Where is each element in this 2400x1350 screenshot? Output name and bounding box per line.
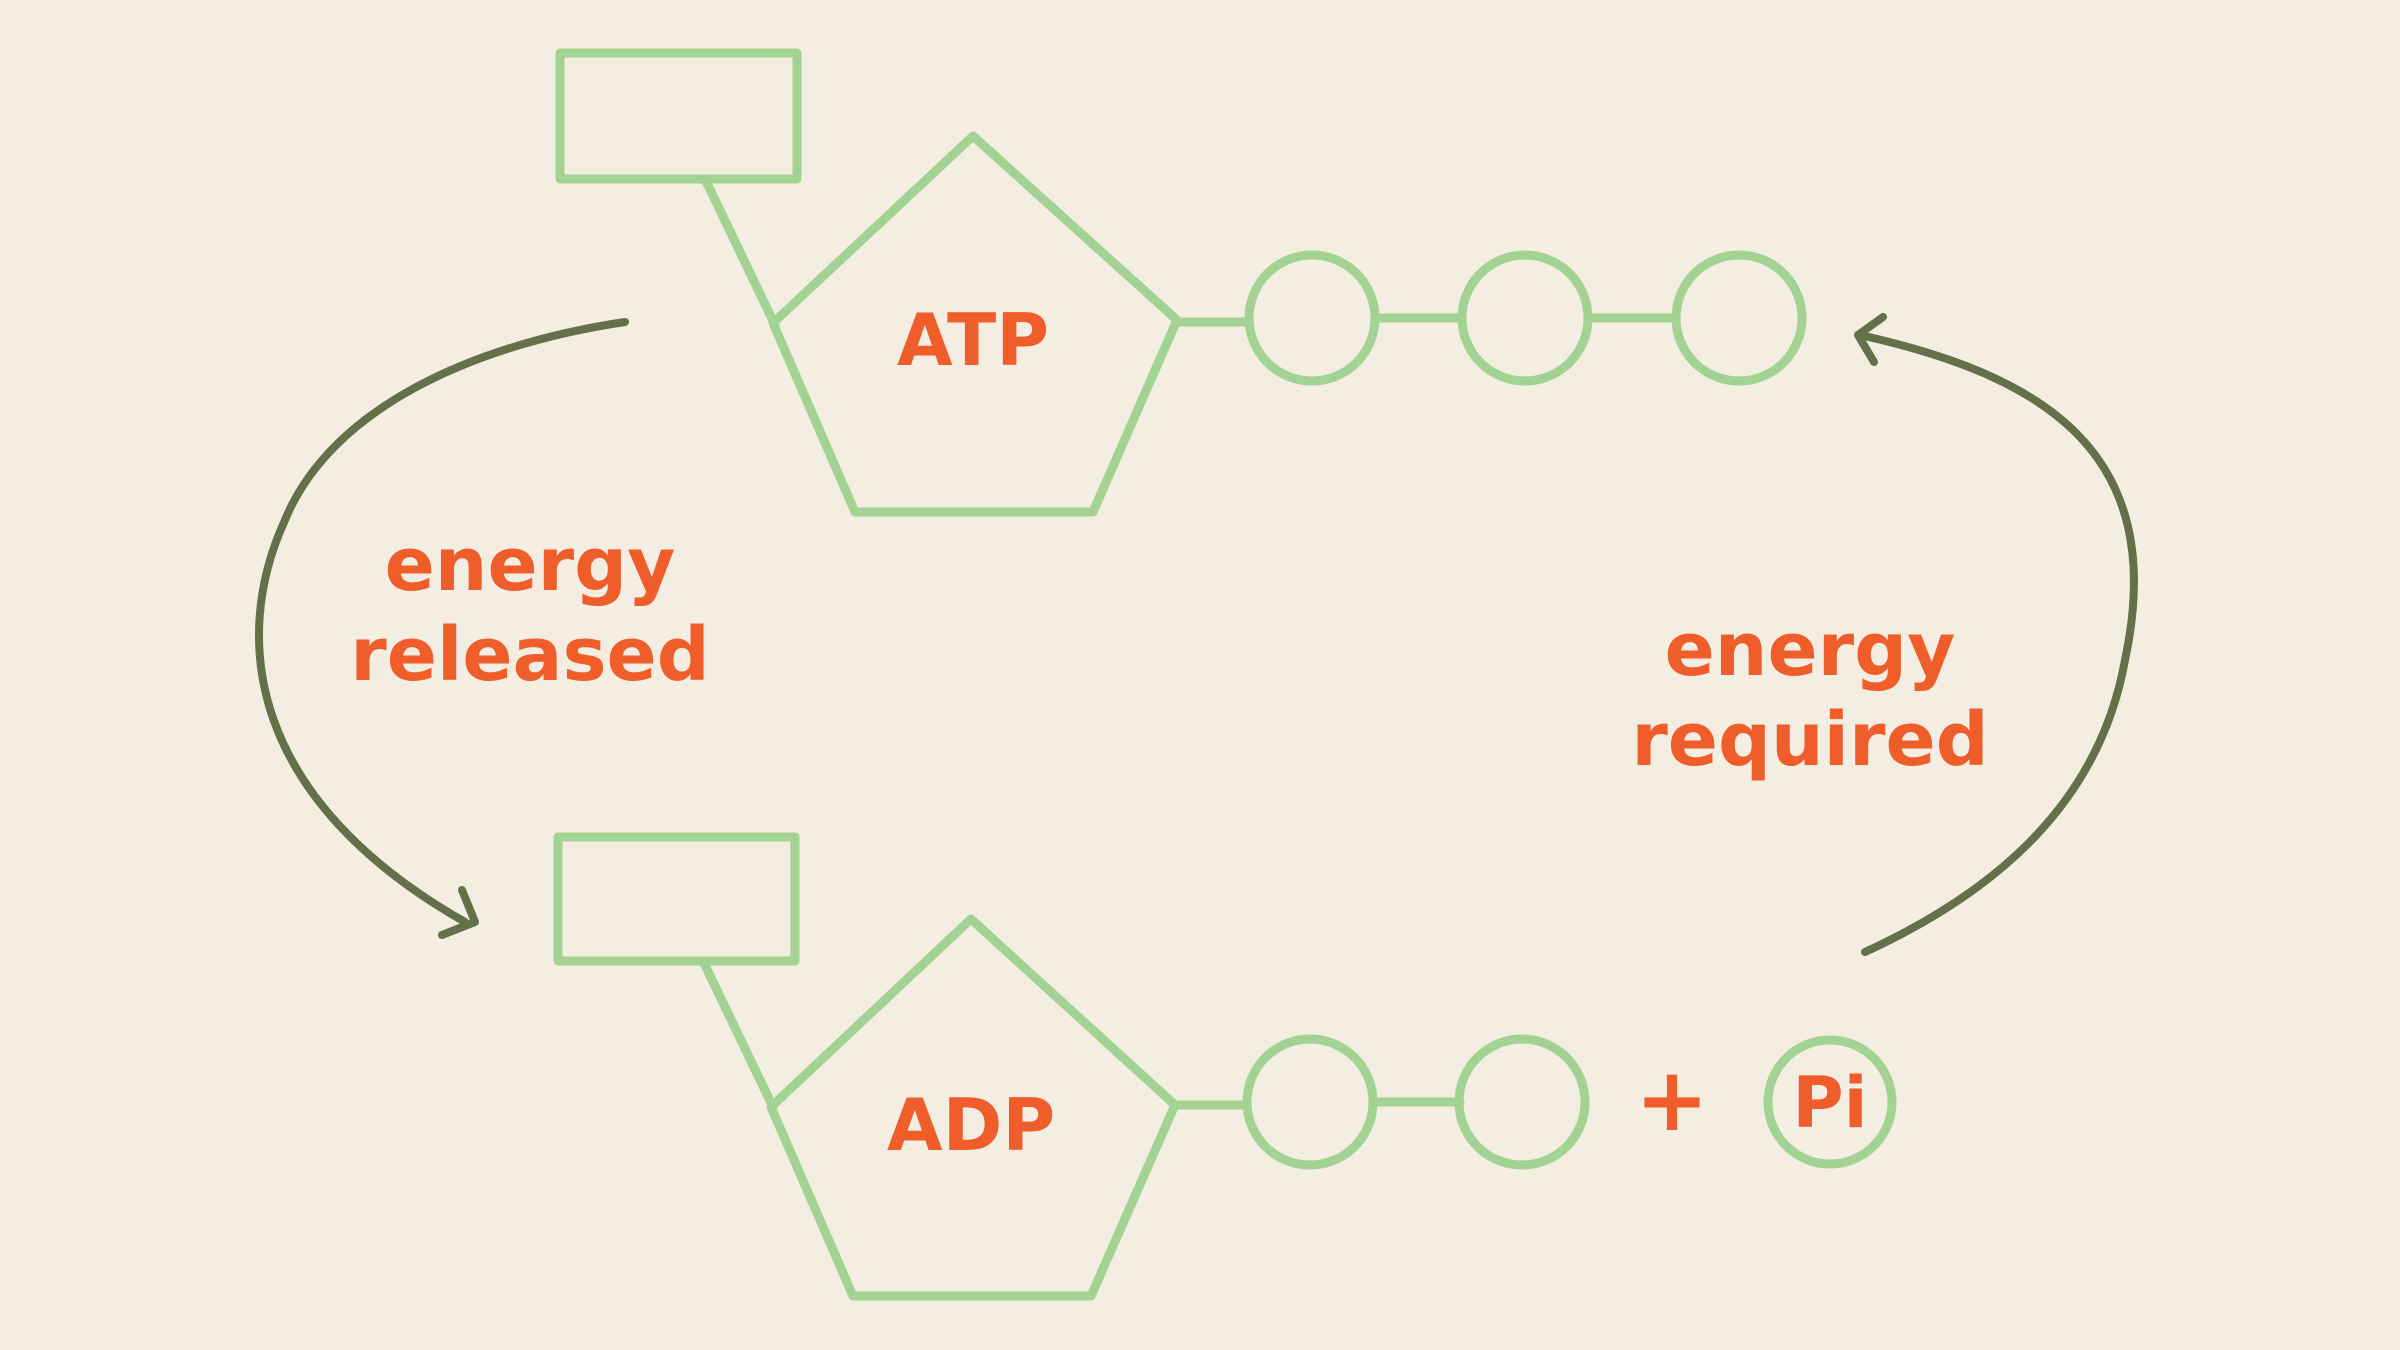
atp-label: ATP [897,298,1049,382]
required-arrow-curve [1856,331,2138,956]
atp-phosphate-1 [1244,250,1380,386]
energy-released-arrow [254,318,629,939]
adp-base-link [698,956,778,1112]
released-arrow-curve [254,318,629,926]
plus-sign: + [1635,1048,1709,1151]
adp-phosphate-2 [1454,1034,1590,1170]
energy-required-arrow [1854,313,2138,956]
adp-molecule: ADP [553,832,1590,1301]
adp-label: ADP [887,1083,1055,1167]
required-arrowhead [1854,313,1887,366]
atp-ribose-pentagon [768,131,1182,517]
free-phosphate-label: Pi [1792,1062,1867,1144]
adp-ribose-pentagon [766,914,1180,1301]
atp-base-link [700,174,780,330]
energy-required-line1: energy [1665,607,1956,693]
adp-phosphate-1 [1242,1034,1378,1170]
atp-molecule: ATP [555,48,1807,517]
energy-released-line1: energy [385,522,676,608]
atp-phosphate-3 [1671,250,1807,386]
energy-required-line2: required [1631,697,1988,783]
free-phosphate: Pi [1763,1035,1897,1169]
atp-adenine-rect [555,48,802,184]
released-arrowhead [438,886,479,939]
energy-released-line2: released [350,612,709,698]
atp-phosphate-2 [1457,250,1593,386]
adp-adenine-rect [553,832,800,966]
free-phosphate-circle [1763,1035,1897,1169]
